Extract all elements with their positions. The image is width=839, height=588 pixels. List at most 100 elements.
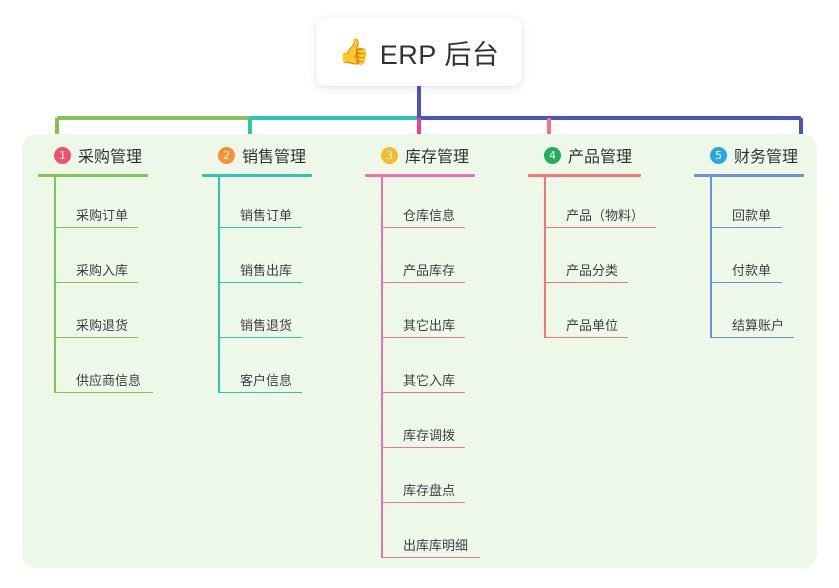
leaf-label: 销售订单	[240, 208, 293, 223]
branch-underline-1	[38, 174, 148, 177]
leaf-item[interactable]: 其它入库	[381, 342, 475, 397]
leaf-underline	[381, 226, 465, 228]
leaf-label: 产品（物料）	[566, 208, 645, 223]
root-node-card[interactable]: 👍 ERP 后台	[316, 18, 522, 86]
branch-trunk-1	[54, 177, 56, 393]
leaf-item[interactable]: 付款单	[710, 232, 804, 287]
leaf-item[interactable]: 采购订单	[54, 177, 148, 232]
branch-header-2[interactable]: 2 销售管理	[202, 142, 312, 168]
branch-title-5: 财务管理	[734, 149, 799, 166]
leaf-underline	[381, 501, 465, 503]
leaf-underline	[381, 281, 465, 283]
branches-panel	[22, 134, 817, 568]
leaf-underline	[218, 391, 302, 393]
branch-badge-5: 5	[710, 146, 727, 164]
leaf-underline	[218, 226, 302, 228]
leaf-item[interactable]: 结算账户	[710, 287, 804, 342]
branch-title-4: 产品管理	[568, 149, 633, 166]
leaf-label: 采购入库	[76, 263, 129, 278]
branch-underline-5	[694, 174, 804, 177]
leaf-label: 库存调拨	[403, 428, 456, 443]
leaf-label: 其它入库	[403, 373, 456, 388]
branch-badge-3: 3	[381, 146, 398, 164]
root-title: ERP 后台	[379, 39, 500, 70]
leaf-item[interactable]: 销售退货	[218, 287, 312, 342]
leaf-item[interactable]: 产品库存	[381, 232, 475, 287]
leaf-underline	[381, 391, 465, 393]
branch-column-2: 2 销售管理销售订单销售出库销售退货客户信息	[202, 142, 312, 397]
branch-underline-4	[528, 174, 641, 177]
leaf-label: 销售出库	[240, 263, 293, 278]
leaf-label: 结算账户	[732, 318, 785, 333]
branch-trunk-4	[544, 177, 546, 338]
thumbs-up-icon: 👍	[338, 37, 370, 66]
leaf-label: 产品单位	[566, 318, 619, 333]
leaf-label: 付款单	[732, 263, 772, 278]
leaf-item[interactable]: 仓库信息	[381, 177, 475, 232]
leaf-underline	[381, 446, 465, 448]
leaf-underline	[381, 336, 465, 338]
leaf-item[interactable]: 采购退货	[54, 287, 148, 342]
leaf-underline	[710, 226, 782, 228]
leaf-item[interactable]: 库存盘点	[381, 452, 475, 507]
branch-header-3[interactable]: 3 库存管理	[365, 142, 475, 168]
branch-header-4[interactable]: 4 产品管理	[528, 142, 641, 168]
leaf-item[interactable]: 出库库明细	[381, 507, 480, 562]
leaf-item[interactable]: 采购入库	[54, 232, 148, 287]
leaf-label: 产品分类	[566, 263, 619, 278]
branch-column-4: 4 产品管理产品（物料） 产品分类产品单位	[528, 142, 656, 342]
leaf-item[interactable]: 产品（物料）	[544, 177, 656, 232]
leaf-underline	[54, 226, 138, 228]
leaf-item[interactable]: 供应商信息	[54, 342, 153, 397]
branch-items-3: 仓库信息产品库存其它出库其它入库库存调拨库存盘点出库库明细	[365, 177, 480, 562]
leaf-underline	[218, 281, 302, 283]
leaf-item[interactable]: 客户信息	[218, 342, 312, 397]
leaf-label: 采购订单	[76, 208, 129, 223]
leaf-item[interactable]: 销售订单	[218, 177, 312, 232]
leaf-underline	[54, 391, 153, 393]
leaf-label: 库存盘点	[403, 483, 456, 498]
leaf-label: 回款单	[732, 208, 772, 223]
branch-items-4: 产品（物料） 产品分类产品单位	[528, 177, 656, 342]
leaf-label: 出库库明细	[403, 538, 469, 553]
branch-title-2: 销售管理	[242, 149, 307, 166]
branch-underline-3	[365, 174, 475, 177]
branch-items-5: 回款单付款单结算账户	[694, 177, 804, 342]
branch-badge-2: 2	[218, 146, 235, 164]
branch-underline-2	[202, 174, 312, 177]
leaf-underline	[544, 226, 656, 228]
leaf-underline	[54, 336, 138, 338]
leaf-item[interactable]: 产品单位	[544, 287, 641, 342]
leaf-item[interactable]: 产品分类	[544, 232, 641, 287]
leaf-underline	[544, 281, 628, 283]
leaf-label: 采购退货	[76, 318, 129, 333]
branch-trunk-2	[218, 177, 220, 393]
branch-items-2: 销售订单销售出库销售退货客户信息	[202, 177, 312, 397]
branch-trunk-3	[381, 177, 383, 558]
leaf-underline	[218, 336, 302, 338]
branch-trunk-5	[710, 177, 712, 338]
leaf-item[interactable]: 销售出库	[218, 232, 312, 287]
leaf-label: 仓库信息	[403, 208, 456, 223]
leaf-label: 销售退货	[240, 318, 293, 333]
leaf-underline	[544, 336, 628, 338]
leaf-item[interactable]: 回款单	[710, 177, 804, 232]
branch-title-3: 库存管理	[405, 149, 470, 166]
leaf-underline	[710, 336, 794, 338]
branch-title-1: 采购管理	[78, 149, 143, 166]
leaf-label: 客户信息	[240, 373, 293, 388]
leaf-underline	[54, 281, 138, 283]
leaf-label: 产品库存	[403, 263, 456, 278]
leaf-item[interactable]: 其它出库	[381, 287, 475, 342]
leaf-underline	[381, 556, 480, 558]
leaf-label: 其它出库	[403, 318, 456, 333]
branch-items-1: 采购订单采购入库采购退货供应商信息	[38, 177, 153, 397]
branch-header-5[interactable]: 5 财务管理	[694, 142, 804, 168]
branch-badge-4: 4	[544, 146, 561, 164]
leaf-label: 供应商信息	[76, 373, 142, 388]
leaf-underline	[710, 281, 782, 283]
leaf-item[interactable]: 库存调拨	[381, 397, 475, 452]
